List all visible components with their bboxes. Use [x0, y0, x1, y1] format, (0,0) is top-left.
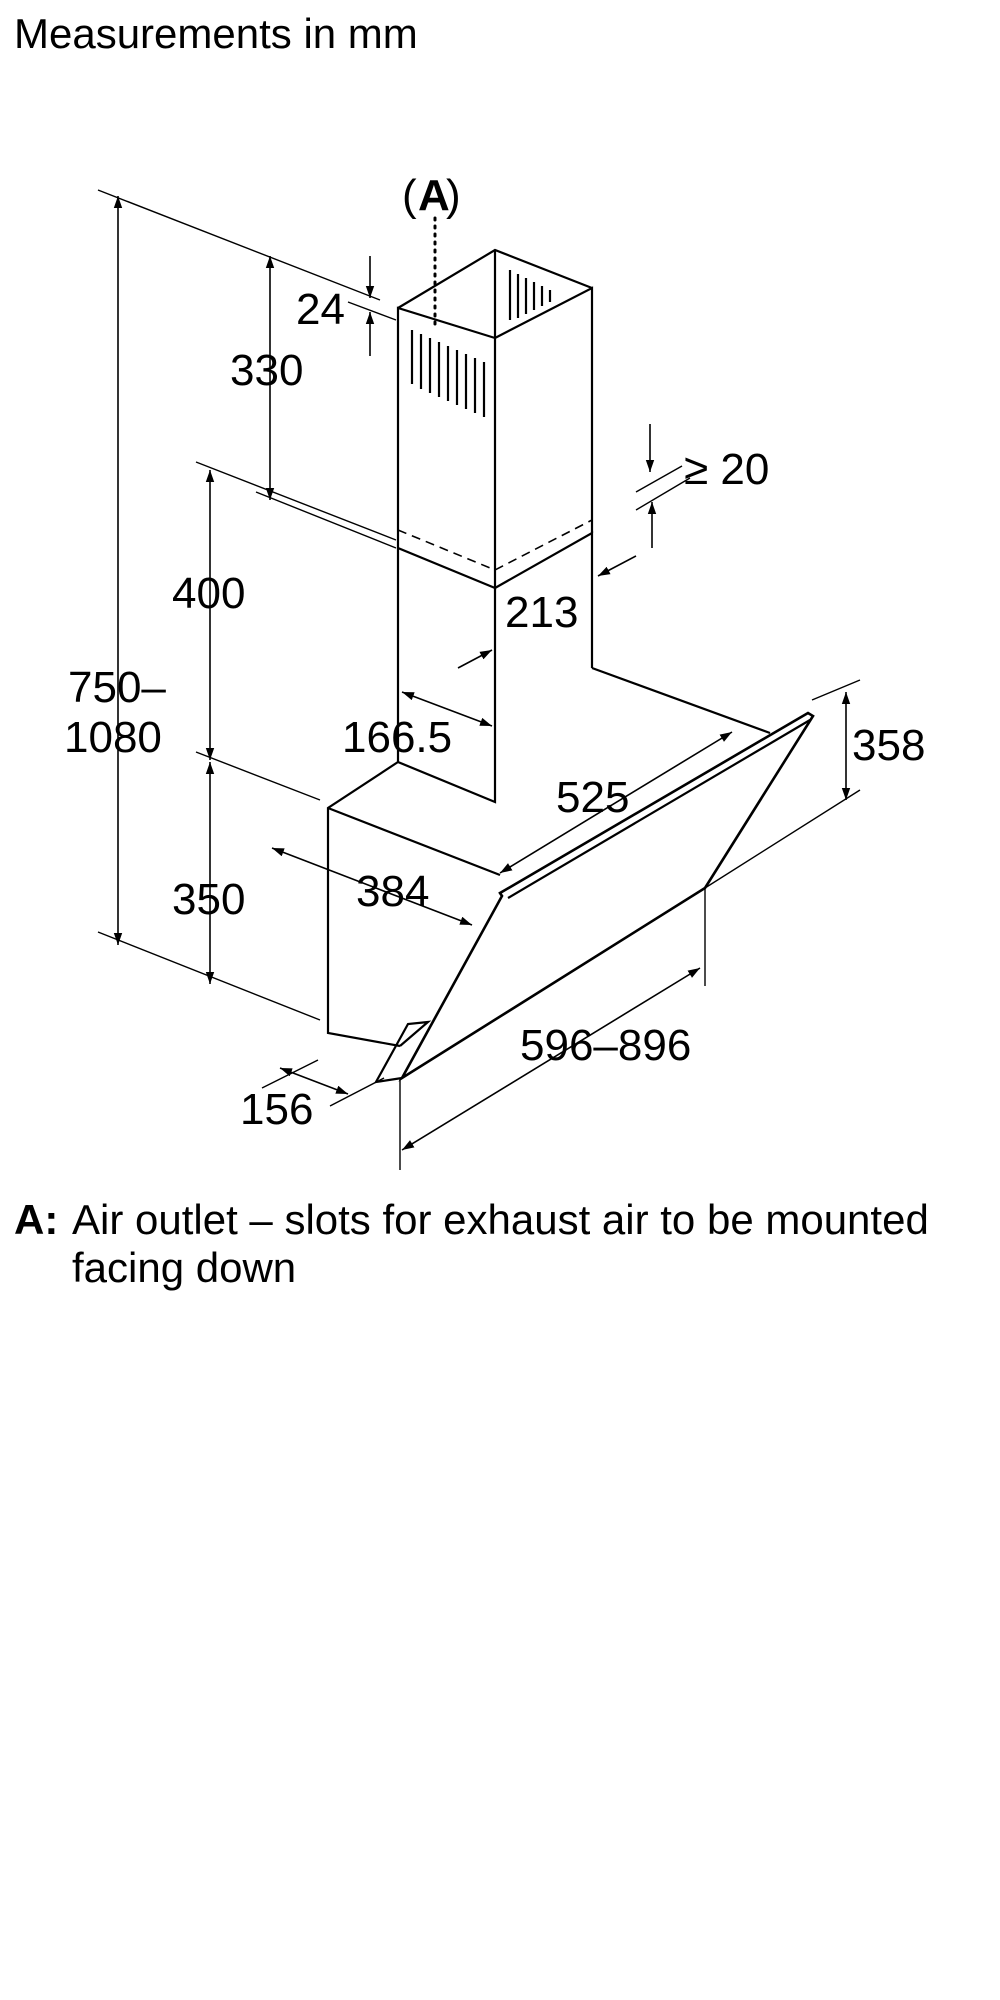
hood-outline	[326, 248, 815, 1084]
dim-330: 330	[230, 346, 303, 395]
range-hood-dimension-drawing: ( A )	[64, 171, 925, 1170]
dim-596-896: 596–896	[520, 1021, 691, 1070]
glass-panel-edge	[507, 719, 811, 899]
glass-foot	[373, 1020, 432, 1084]
dim-350: 350	[172, 875, 245, 924]
dimension-arrows	[113, 196, 851, 1151]
dim-24: 24	[296, 285, 345, 334]
chimney-overlap-line	[397, 519, 593, 571]
dim-min-20: ≥ 20	[684, 445, 769, 494]
callout-open: (	[402, 171, 417, 220]
legend-text: Air outlet – slots for exhaust air to be…	[72, 1196, 929, 1291]
lower-chimney	[396, 531, 594, 804]
extension-lines	[97, 189, 861, 1170]
dim-525: 525	[556, 773, 629, 822]
dim-400: 400	[172, 569, 245, 618]
legend-key: A:	[14, 1196, 59, 1243]
dim-156: 156	[240, 1085, 313, 1134]
page-title: Measurements in mm	[14, 10, 418, 57]
callout-letter: A	[418, 171, 450, 220]
dim-384: 384	[356, 867, 429, 916]
dim-358: 358	[852, 721, 925, 770]
dim-166-5: 166.5	[342, 713, 452, 762]
dim-750-line2: 1080	[64, 713, 162, 762]
dim-213: 213	[505, 588, 578, 637]
dim-750-line1: 750–	[68, 663, 166, 712]
air-outlet-slots	[410, 270, 552, 417]
callout-close: )	[446, 171, 461, 220]
